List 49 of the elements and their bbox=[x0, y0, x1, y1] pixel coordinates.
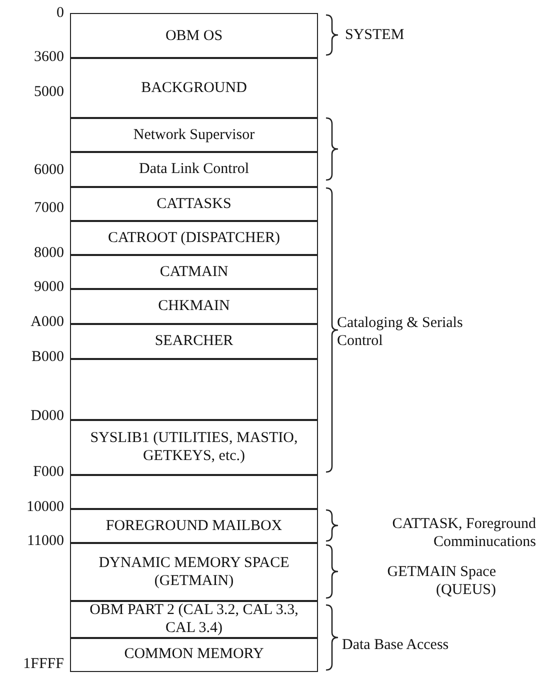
memory-segment bbox=[70, 508, 318, 544]
memory-segment bbox=[70, 419, 318, 476]
region-label: Cataloging & Serials Control bbox=[337, 314, 464, 350]
address-label: B000 bbox=[30, 348, 64, 366]
memory-segment bbox=[70, 288, 318, 324]
address-label: 9000 bbox=[33, 278, 64, 296]
segment-label: CATROOT (DISPATCHER) bbox=[106, 228, 282, 247]
region-label: Data Base Access bbox=[342, 636, 450, 654]
memory-segment bbox=[70, 13, 318, 58]
memory-segment bbox=[70, 600, 318, 638]
memory-segment bbox=[70, 151, 318, 188]
address-label: 11000 bbox=[26, 532, 64, 550]
segment-label: Data Link Control bbox=[138, 160, 250, 178]
memory-segment bbox=[70, 323, 318, 360]
region-label: CATTASK, Foreground Comminucations bbox=[391, 515, 536, 551]
address-label: 1FFFF bbox=[22, 655, 64, 673]
memory-segment bbox=[70, 220, 318, 256]
region-label: GETMAIN Space (QUEUS) bbox=[386, 563, 496, 599]
segment-label: OBM PART 2 (CAL 3.2, CAL 3.3, CAL 3.4) bbox=[88, 601, 300, 638]
segment-label: CATMAIN bbox=[158, 262, 230, 281]
address-label: D000 bbox=[30, 407, 64, 425]
segment-label: SYSLIB1 (UTILITIES, MASTIO, GETKEYS, etc.) bbox=[89, 429, 299, 466]
memory-segment bbox=[70, 254, 318, 290]
memory-segment bbox=[70, 474, 318, 510]
segment-label: SEARCHER bbox=[154, 332, 234, 350]
memory-segment bbox=[70, 117, 318, 152]
address-label: F000 bbox=[32, 463, 64, 481]
segment-label: BACKGROUND bbox=[140, 78, 248, 97]
segment-label: CATTASKS bbox=[156, 194, 232, 213]
segment-label: CHKMAIN bbox=[157, 297, 231, 316]
address-label: 7000 bbox=[33, 199, 64, 217]
segment-label: FOREGROUND MAILBOX bbox=[104, 516, 284, 535]
segment-label: OBM OS bbox=[164, 26, 224, 45]
address-label: 6000 bbox=[33, 161, 64, 179]
address-label: 5000 bbox=[33, 83, 64, 101]
address-label: 10000 bbox=[26, 498, 64, 516]
region-label: SYSTEM bbox=[345, 26, 406, 44]
address-label: A000 bbox=[30, 313, 64, 331]
memory-segment bbox=[70, 186, 318, 222]
address-label: 3600 bbox=[33, 48, 64, 66]
memory-segment bbox=[70, 637, 318, 672]
memory-segment bbox=[70, 358, 318, 420]
address-label: 0 bbox=[56, 4, 64, 22]
segment-label: COMMON MEMORY bbox=[123, 645, 265, 664]
memory-segment bbox=[70, 57, 318, 118]
address-label: 8000 bbox=[33, 244, 64, 262]
memory-segment bbox=[70, 542, 318, 602]
segment-label: Network Supervisor bbox=[132, 126, 256, 144]
segment-label: DYNAMIC MEMORY SPACE (GETMAIN) bbox=[98, 554, 290, 590]
